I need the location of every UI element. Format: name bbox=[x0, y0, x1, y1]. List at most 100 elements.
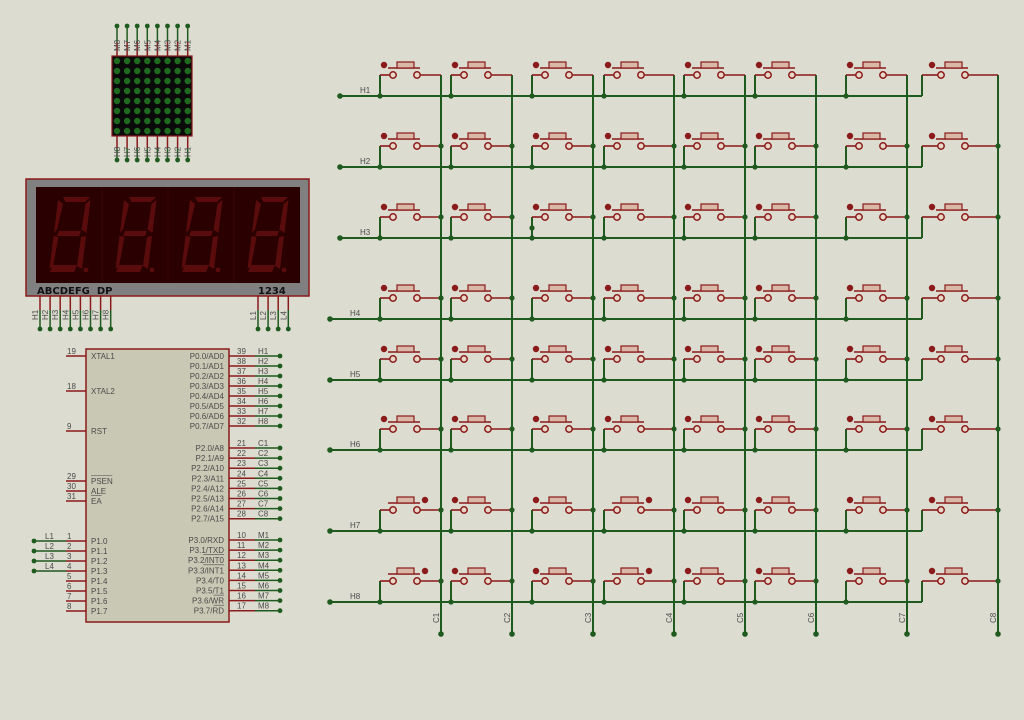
junction-dot bbox=[752, 377, 758, 383]
junction-dot bbox=[904, 507, 910, 513]
push-button[interactable] bbox=[752, 496, 819, 534]
push-button[interactable] bbox=[448, 203, 515, 241]
push-button[interactable] bbox=[377, 203, 444, 241]
push-button[interactable] bbox=[681, 567, 748, 605]
push-button[interactable] bbox=[448, 284, 515, 322]
column-terminal bbox=[438, 631, 444, 637]
matrix-led bbox=[144, 77, 151, 85]
push-button[interactable] bbox=[843, 132, 910, 170]
button-contact bbox=[764, 506, 772, 514]
matrix-led bbox=[174, 97, 181, 105]
push-button[interactable] bbox=[920, 496, 1001, 531]
junction-dot bbox=[904, 143, 910, 149]
mcu-net-label: M3 bbox=[258, 551, 270, 560]
button-contact bbox=[565, 506, 573, 514]
button-indicator bbox=[380, 203, 388, 211]
push-button[interactable] bbox=[920, 567, 1001, 602]
push-button[interactable] bbox=[601, 61, 674, 99]
push-button[interactable] bbox=[377, 284, 444, 322]
button-plunger bbox=[944, 567, 963, 575]
push-button[interactable] bbox=[529, 132, 596, 170]
junction-dot bbox=[995, 578, 1001, 584]
push-button[interactable] bbox=[601, 132, 677, 170]
junction-dot bbox=[813, 426, 819, 432]
push-button[interactable] bbox=[752, 415, 819, 453]
push-button[interactable] bbox=[920, 61, 998, 96]
push-button[interactable] bbox=[601, 345, 677, 383]
push-button[interactable] bbox=[920, 345, 1001, 380]
button-contact bbox=[717, 142, 725, 150]
button-contact bbox=[693, 425, 701, 433]
push-button[interactable] bbox=[601, 496, 677, 534]
button-contact bbox=[788, 577, 796, 585]
microcontroller-8051[interactable]: 19XTAL118XTAL29RST29PSEN30ALE31EA1P1.0L1… bbox=[31, 347, 283, 623]
push-button[interactable] bbox=[843, 496, 910, 534]
push-button[interactable] bbox=[377, 415, 444, 453]
button-indicator bbox=[684, 345, 692, 353]
push-button[interactable] bbox=[920, 415, 1001, 450]
button-plunger bbox=[396, 496, 415, 504]
push-button[interactable] bbox=[529, 61, 593, 99]
push-button[interactable] bbox=[843, 61, 907, 99]
junction-dot bbox=[813, 295, 819, 301]
push-button[interactable] bbox=[377, 496, 444, 534]
button-plunger bbox=[862, 496, 881, 504]
push-button[interactable] bbox=[448, 345, 515, 383]
push-button[interactable] bbox=[752, 567, 819, 605]
push-button[interactable] bbox=[843, 203, 910, 241]
matrix-led bbox=[174, 57, 181, 65]
push-button[interactable] bbox=[529, 284, 596, 322]
push-button[interactable] bbox=[681, 345, 748, 383]
junction-dot bbox=[529, 599, 535, 605]
push-button[interactable] bbox=[681, 61, 745, 99]
push-button[interactable] bbox=[377, 567, 444, 605]
push-button[interactable] bbox=[752, 284, 819, 322]
push-button[interactable] bbox=[529, 415, 596, 453]
push-button[interactable] bbox=[448, 61, 512, 99]
push-button[interactable] bbox=[377, 345, 444, 383]
push-button[interactable] bbox=[752, 61, 816, 99]
push-button[interactable] bbox=[377, 132, 444, 170]
push-button[interactable] bbox=[601, 203, 677, 241]
push-button[interactable] bbox=[529, 203, 596, 241]
button-contact bbox=[693, 355, 701, 363]
push-button[interactable] bbox=[529, 496, 596, 534]
push-button[interactable] bbox=[681, 496, 748, 534]
push-button[interactable] bbox=[529, 567, 596, 605]
push-button[interactable] bbox=[377, 61, 441, 99]
push-button[interactable] bbox=[601, 284, 677, 322]
push-button[interactable] bbox=[529, 345, 596, 383]
push-button[interactable] bbox=[681, 284, 748, 322]
push-button[interactable] bbox=[920, 284, 1001, 319]
push-button[interactable] bbox=[752, 203, 819, 241]
push-button[interactable] bbox=[920, 203, 1001, 238]
push-button[interactable] bbox=[601, 415, 677, 453]
push-button[interactable] bbox=[681, 132, 748, 170]
mcu-pin-name: P1.4 bbox=[91, 577, 108, 586]
push-button[interactable] bbox=[843, 284, 910, 322]
button-contact bbox=[613, 506, 621, 514]
push-button[interactable] bbox=[601, 567, 677, 605]
matrix-led bbox=[184, 57, 191, 65]
push-button[interactable] bbox=[843, 415, 910, 453]
matrix-led bbox=[184, 77, 191, 85]
button-plunger bbox=[862, 203, 881, 211]
push-button[interactable] bbox=[681, 415, 748, 453]
push-button[interactable] bbox=[752, 345, 819, 383]
push-button[interactable] bbox=[681, 203, 748, 241]
push-button[interactable] bbox=[752, 132, 819, 170]
push-button[interactable] bbox=[448, 415, 515, 453]
button-contact bbox=[855, 71, 863, 79]
mcu-pin-name: P3.3/INT1 bbox=[188, 566, 225, 575]
push-button[interactable] bbox=[843, 567, 910, 605]
push-button[interactable] bbox=[448, 567, 515, 605]
push-button[interactable] bbox=[920, 132, 1001, 167]
button-indicator bbox=[604, 284, 612, 292]
push-button[interactable] bbox=[448, 132, 515, 170]
matrix-led bbox=[123, 127, 131, 135]
push-button[interactable] bbox=[843, 345, 910, 383]
push-button[interactable] bbox=[448, 496, 515, 534]
